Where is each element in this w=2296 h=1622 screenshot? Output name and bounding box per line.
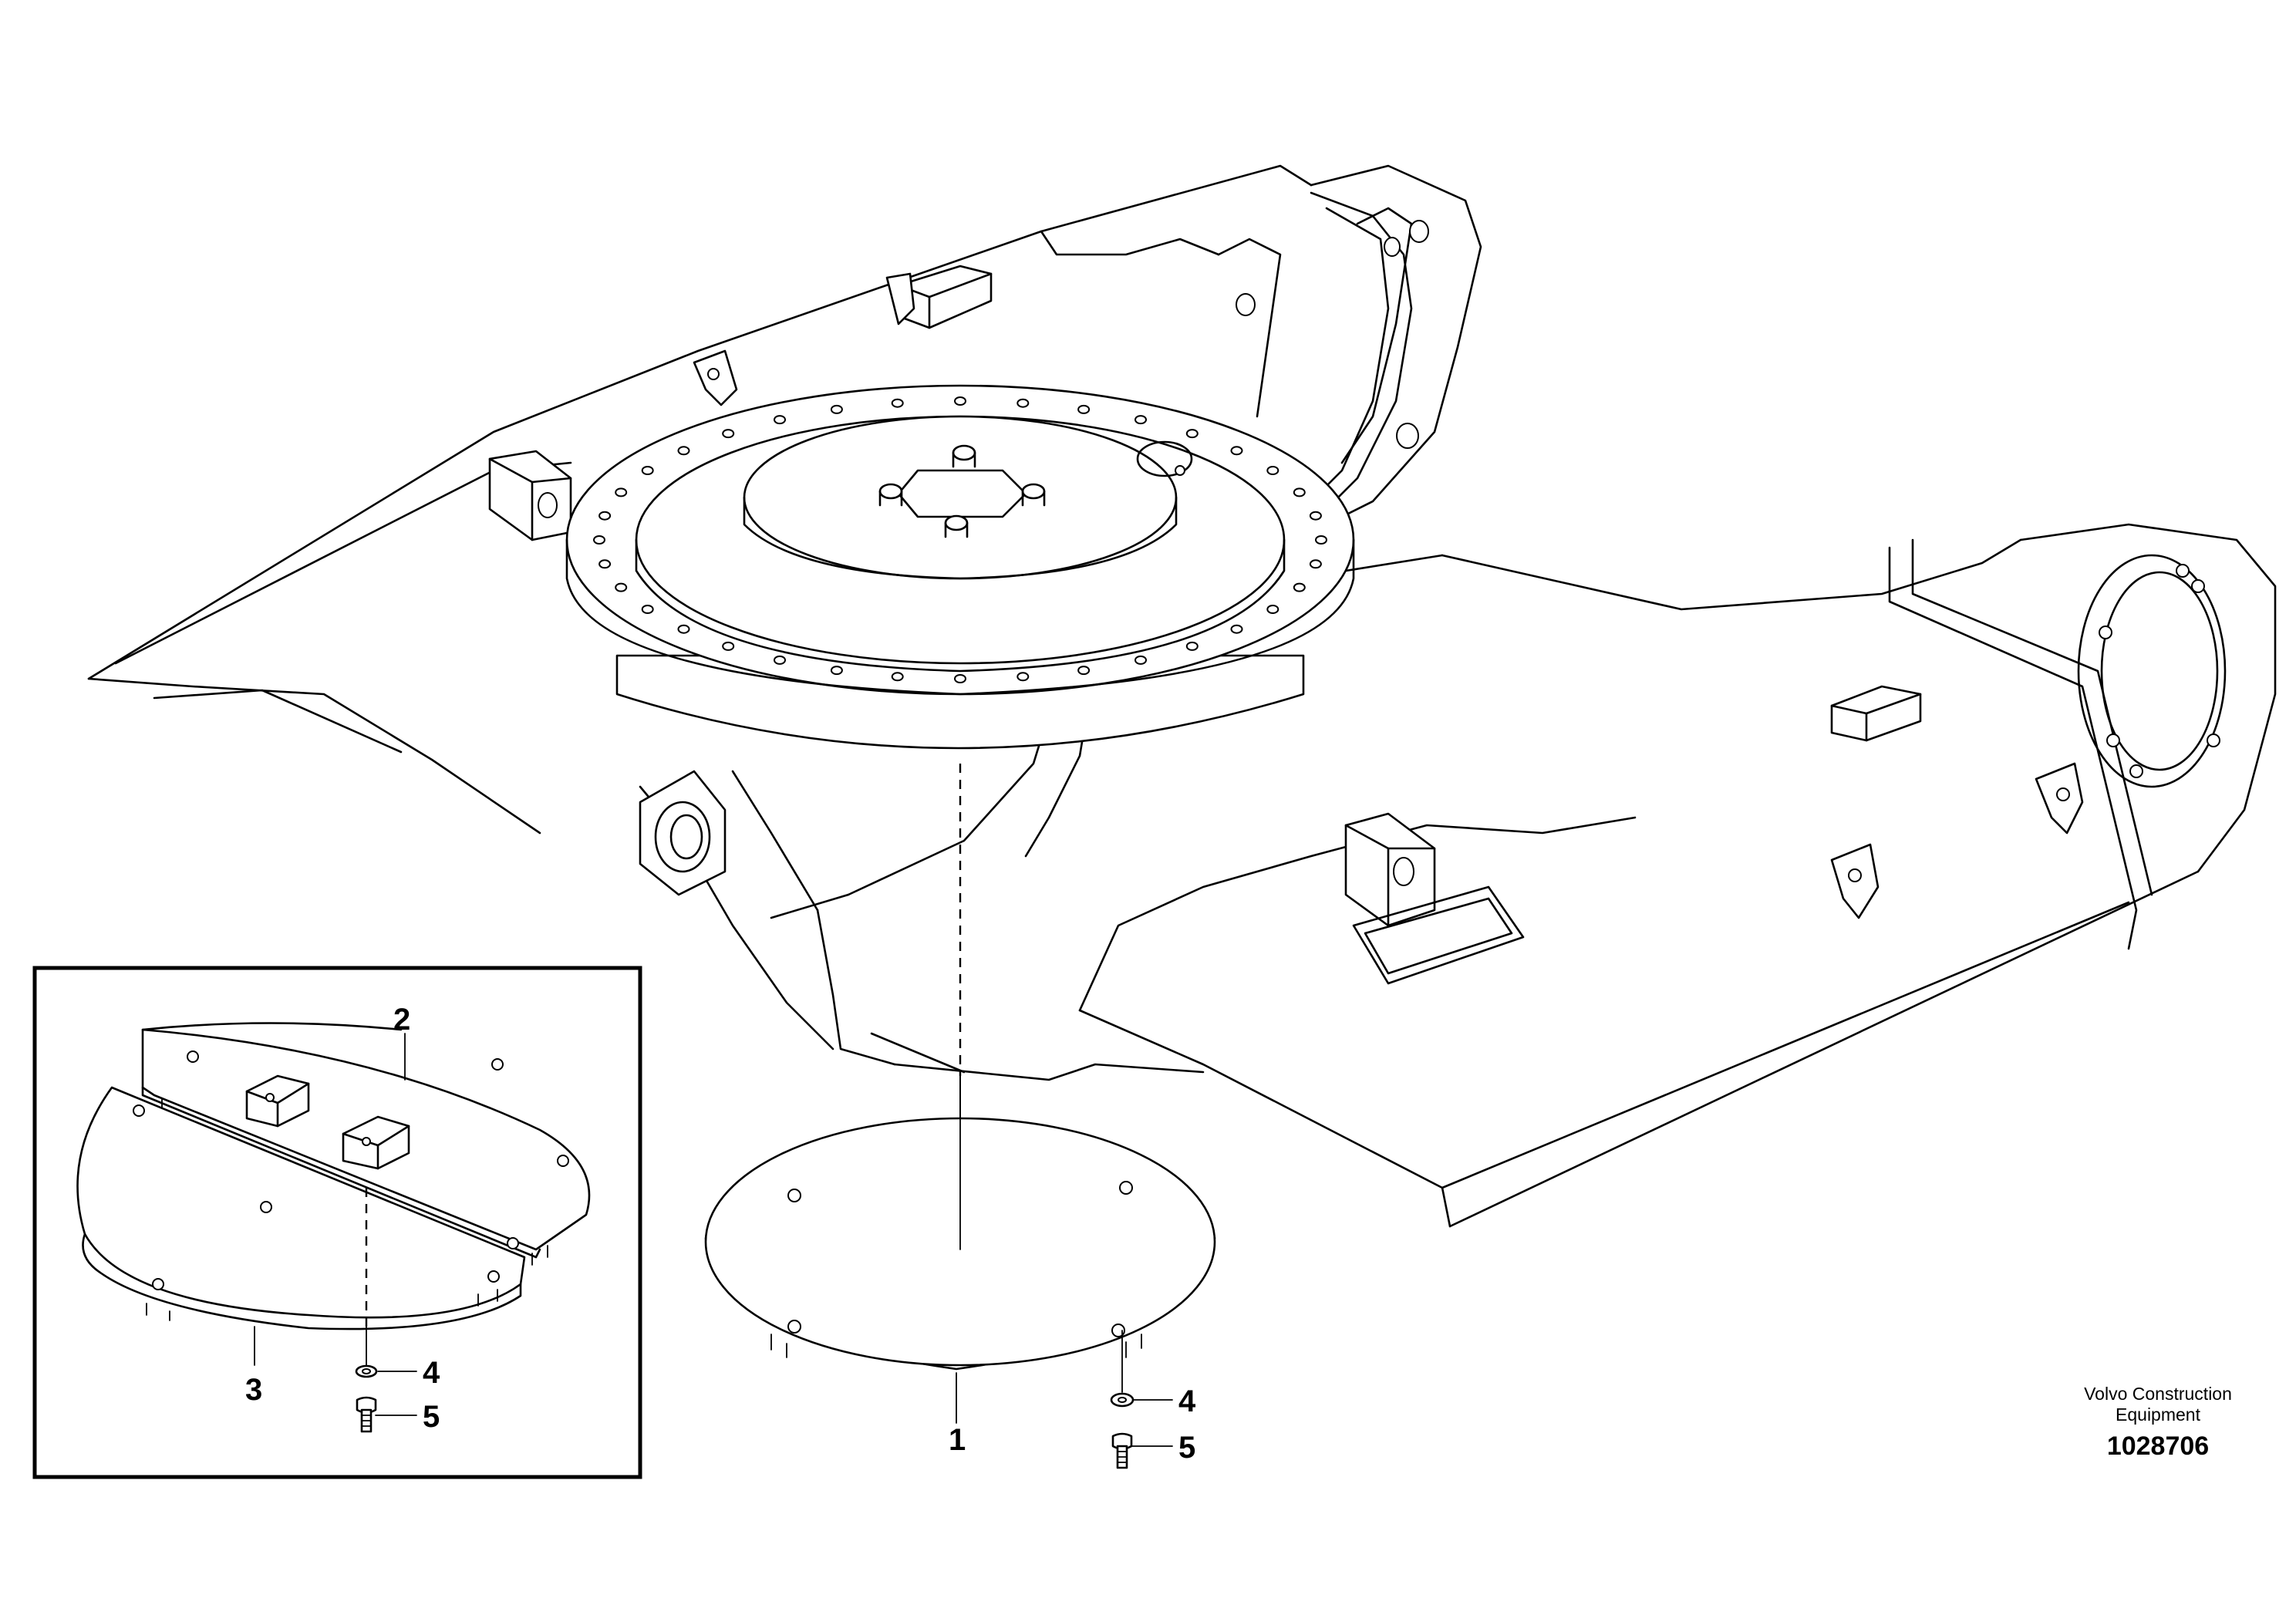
inset-bolt	[356, 1396, 377, 1433]
main-washer	[1110, 1330, 1135, 1408]
callout-2: 2	[393, 1003, 410, 1037]
ring-bolt-hole	[1017, 398, 1030, 408]
ring-bolt-hole	[891, 398, 904, 408]
ring-bolt-hole	[1017, 672, 1030, 682]
slewing-ring	[565, 384, 1355, 750]
cover-plate-main	[704, 1075, 1216, 1371]
ring-bolt-hole	[1135, 415, 1147, 425]
ring-bolt-hole	[677, 446, 690, 456]
callout-4-main: 4	[1178, 1384, 1196, 1418]
ring-bolt-hole	[1266, 605, 1279, 614]
ring-bolt-hole	[774, 415, 786, 425]
ring-bolt-hole	[615, 582, 628, 592]
inset-frame	[32, 966, 642, 1479]
ring-bolt-hole	[615, 487, 628, 497]
ring-bolt-hole	[1077, 404, 1091, 414]
ring-bolt-hole	[598, 559, 612, 569]
main-bolt	[1111, 1432, 1133, 1469]
inset-cover-plate-lower	[76, 1086, 526, 1330]
lug-brackets	[693, 272, 2084, 919]
figure-number: 1028706	[2107, 1431, 2209, 1461]
ring-bolt-hole	[1293, 487, 1306, 497]
callout-5-inset: 5	[423, 1400, 440, 1434]
ring-bolt-hole	[1293, 582, 1306, 592]
ring-bolt-hole	[1185, 429, 1199, 439]
small-block-center	[1830, 685, 1922, 742]
credit-line-2: Equipment	[2116, 1404, 2201, 1425]
ring-bolt-hole	[774, 655, 786, 665]
credit-line-1: Volvo Construction	[2084, 1384, 2232, 1404]
callout-5-main: 5	[1178, 1431, 1195, 1465]
ring-bolt-hole	[722, 641, 735, 651]
ring-bolt-hole	[1309, 511, 1322, 521]
rear-tumbler-housing	[1236, 191, 1429, 526]
ring-bolt-hole	[830, 404, 843, 414]
rear-pin-boss	[639, 770, 727, 896]
ring-bolt-hole	[593, 535, 605, 545]
ring-bolt-hole	[954, 396, 966, 406]
front-idler-housing	[2077, 554, 2227, 788]
ring-bolt-hole	[677, 624, 690, 634]
inset-spacer-blocks	[245, 1074, 410, 1170]
callout-4-inset: 4	[423, 1356, 440, 1390]
ring-bolt-hole	[598, 511, 612, 521]
ring-bolt-hole	[1230, 624, 1243, 634]
ring-bolt-hole	[1309, 559, 1322, 569]
callout-3: 3	[245, 1373, 262, 1407]
ring-bolt-hole	[1230, 446, 1243, 456]
inset-washer	[355, 1364, 378, 1378]
ring-bolt-hole	[954, 674, 966, 683]
access-opening	[1352, 885, 1525, 985]
ring-bolt-hole	[1266, 466, 1279, 475]
ring-bolt-hole	[830, 666, 843, 676]
ring-bolt-hole	[1077, 666, 1091, 676]
guard-block-rear	[488, 450, 572, 541]
ring-bolt-hole	[641, 605, 654, 614]
ring-bolt-hole	[1135, 655, 1147, 665]
guard-block-front	[1344, 812, 1436, 927]
ring-bolt-hole	[1315, 535, 1327, 545]
ring-bolt-hole	[722, 429, 735, 439]
ring-bolt-hole	[1185, 641, 1199, 651]
ring-bolt-hole	[891, 672, 904, 682]
callout-1: 1	[949, 1423, 966, 1457]
ring-bolt-hole	[641, 466, 654, 475]
ring-bolt-holes	[593, 396, 1327, 683]
